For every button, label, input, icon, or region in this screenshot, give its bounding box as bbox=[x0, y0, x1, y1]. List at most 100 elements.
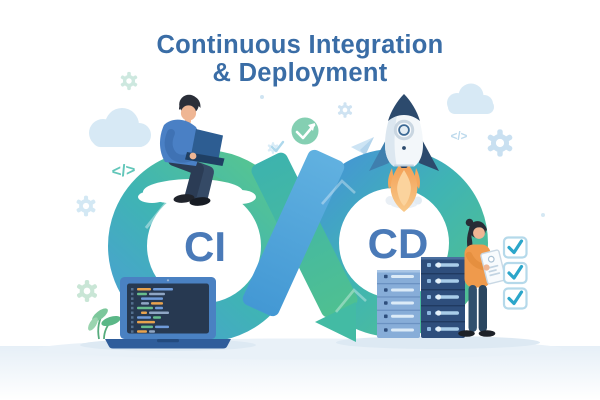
server-unit bbox=[427, 278, 459, 284]
checkbox-box bbox=[502, 261, 528, 285]
rocket-rivet bbox=[402, 146, 406, 150]
server-slider bbox=[435, 327, 459, 331]
check-icon bbox=[270, 140, 285, 153]
flame-wisp bbox=[414, 168, 420, 189]
server-unit bbox=[384, 328, 414, 332]
code-line bbox=[153, 316, 161, 319]
plant-leaf bbox=[101, 315, 121, 327]
code-line bbox=[137, 306, 153, 310]
server-led bbox=[427, 327, 431, 331]
rocket-smoke bbox=[414, 196, 422, 205]
title-line-2: & Deployment bbox=[212, 59, 388, 87]
title-line-1: Continuous Integration bbox=[156, 31, 444, 59]
server-unit bbox=[427, 326, 459, 332]
code-laptop bbox=[105, 277, 231, 349]
hand bbox=[483, 264, 490, 271]
hair-fringe bbox=[472, 223, 487, 231]
cd-label: CD bbox=[368, 220, 429, 267]
rocket-fin-right bbox=[419, 136, 439, 171]
sparkle-dot bbox=[541, 213, 545, 217]
server-stack-dark bbox=[421, 257, 465, 338]
rocket-smoke bbox=[385, 196, 395, 205]
gear-icon bbox=[487, 129, 513, 157]
server-slider bbox=[435, 279, 459, 283]
laptop-notch bbox=[157, 339, 179, 343]
server-led bbox=[427, 279, 431, 283]
gear-hole bbox=[126, 78, 132, 84]
server-separator bbox=[377, 296, 420, 298]
line-numbers bbox=[131, 288, 134, 333]
code-line bbox=[137, 330, 147, 333]
line-number bbox=[131, 330, 134, 333]
server-knob bbox=[435, 278, 442, 284]
server-led bbox=[384, 314, 388, 319]
server-stack-light bbox=[377, 270, 420, 338]
shoe bbox=[458, 330, 475, 337]
server-racks bbox=[377, 257, 465, 338]
ground bbox=[0, 336, 600, 400]
gear-hole bbox=[342, 107, 348, 113]
server-led bbox=[384, 301, 388, 305]
gear-icon bbox=[77, 279, 97, 303]
code-icon: </> bbox=[451, 131, 468, 143]
line-number bbox=[131, 302, 134, 305]
check-icon bbox=[507, 290, 524, 306]
server-top-edge bbox=[421, 257, 465, 260]
leg bbox=[468, 285, 477, 332]
gear-icon bbox=[76, 195, 96, 217]
code-line bbox=[149, 292, 165, 296]
arrow-tip bbox=[308, 123, 315, 131]
loop-chevron bbox=[334, 288, 367, 313]
server-slider bbox=[391, 328, 414, 332]
server-slider bbox=[435, 311, 459, 315]
code-line bbox=[155, 306, 163, 310]
laptop-base bbox=[105, 339, 231, 349]
gear-icon bbox=[120, 71, 138, 91]
sparkle-dot bbox=[260, 95, 264, 99]
cloud-part bbox=[92, 130, 148, 147]
checklist bbox=[502, 236, 528, 310]
paper-plane-icon bbox=[351, 137, 374, 156]
page-title: Continuous Integration & Deployment bbox=[0, 31, 600, 87]
server-led bbox=[384, 274, 388, 279]
badge-circle bbox=[291, 117, 319, 145]
line-number bbox=[131, 320, 134, 324]
server-separator bbox=[421, 321, 465, 323]
code-line bbox=[137, 292, 147, 296]
line-number bbox=[131, 306, 134, 310]
plant-leaf bbox=[88, 317, 98, 331]
loop-arrow bbox=[315, 302, 356, 342]
line-number bbox=[131, 288, 134, 291]
check-icon bbox=[507, 264, 524, 280]
cloud-icon bbox=[89, 108, 151, 147]
server-separator bbox=[421, 289, 465, 291]
loop-chevron bbox=[321, 179, 356, 205]
cloud-part bbox=[448, 100, 494, 114]
shoe bbox=[189, 197, 211, 206]
code-line bbox=[141, 297, 163, 300]
face bbox=[473, 227, 485, 239]
flame-wisp bbox=[388, 168, 394, 189]
check-mark bbox=[295, 123, 316, 140]
code-editor bbox=[131, 288, 173, 333]
server-unit bbox=[384, 314, 414, 319]
server-unit bbox=[427, 294, 459, 300]
tablet-avatar bbox=[487, 255, 495, 263]
server-unit bbox=[384, 274, 414, 279]
code-line bbox=[141, 325, 153, 329]
server-slider bbox=[391, 301, 414, 305]
hair-fringe bbox=[179, 95, 201, 110]
server-unit bbox=[427, 262, 459, 268]
plane-body bbox=[360, 137, 374, 156]
code-line bbox=[137, 288, 151, 291]
checkbox-box bbox=[502, 287, 528, 310]
server-slider bbox=[435, 263, 459, 267]
laptop-lid bbox=[191, 129, 223, 159]
cloud-platform bbox=[138, 191, 166, 203]
cloud-platform bbox=[224, 190, 256, 204]
background-decorations: </> </> bbox=[76, 71, 545, 303]
tablet-line bbox=[487, 264, 499, 269]
check-circle-icon bbox=[291, 117, 319, 145]
